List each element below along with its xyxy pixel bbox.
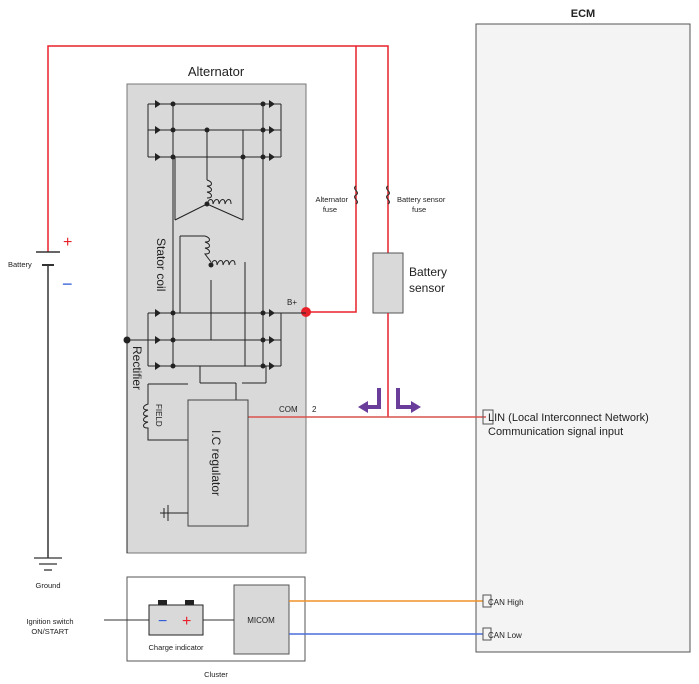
charge-plus-label: + [182, 613, 191, 630]
com-label: COM [279, 405, 298, 414]
battery-label: Battery [8, 260, 32, 269]
ic-regulator-box [187, 399, 249, 527]
junction-dots-icon [123, 101, 266, 369]
b-plus-terminal [301, 307, 311, 317]
battery-sensor-box [372, 252, 404, 314]
alternator-fuse-label-1: Alternator [315, 195, 348, 204]
b-plus-label: B+ [287, 298, 297, 307]
battery-minus-label: − [62, 274, 73, 294]
stator-coils-icon [204, 179, 236, 266]
sensor-fuse-label-2: fuse [412, 205, 426, 214]
battery-plus-label: + [63, 234, 72, 251]
alternator-title: Alternator [188, 64, 245, 79]
lin-terminal [482, 409, 494, 425]
lin-label-1: LIN (Local Interconnect Network) [488, 412, 649, 424]
sensor-fuse-label-1: Battery sensor [397, 195, 446, 204]
lin-arrow-right-icon [396, 388, 412, 409]
micom-label: MICOM [247, 616, 275, 625]
can-high-terminal [482, 594, 492, 608]
ic-regulator-label: I.C regulator [209, 430, 223, 496]
ground-icon [34, 557, 62, 571]
com-pin-label: 2 [312, 405, 317, 414]
diodes-icon [155, 100, 275, 370]
charge-indicator-label: Charge indicator [148, 643, 204, 652]
can-low-label: CAN Low [488, 631, 522, 640]
ignition-label-1: Ignition switch [26, 617, 73, 626]
rectifier-label: Rectifier [130, 346, 144, 390]
lin-label-2: Communication signal input [488, 426, 623, 438]
lin-arrow-right-head-icon [411, 401, 421, 413]
battery-sensor-label-1: Battery [409, 265, 447, 279]
battery-sensor-label-2: sensor [409, 281, 445, 295]
ecm-box [475, 23, 691, 653]
can-high-label: CAN High [488, 598, 524, 607]
lin-arrow-left-head-icon [358, 401, 368, 413]
power-wire-top [47, 45, 389, 253]
field-coil-icon [143, 383, 188, 441]
alternator-fuse-icon [354, 185, 358, 205]
ignition-label-2: ON/START [31, 627, 69, 636]
power-wire-alternator [306, 46, 357, 313]
lin-arrow-left-icon [366, 388, 381, 409]
ecm-title: ECM [571, 8, 595, 20]
stator-coil-label: Stator coil [154, 238, 168, 291]
field-label: FIELD [154, 404, 163, 427]
micom-box [233, 584, 290, 655]
regulator-ground-icon [160, 505, 188, 521]
cluster-label: Cluster [204, 670, 228, 679]
alternator-fuse-label-2: fuse [323, 205, 337, 214]
charge-indicator-icon [148, 600, 204, 636]
ground-label: Ground [35, 581, 60, 590]
battery-sensor-fuse-icon [386, 185, 390, 205]
can-low-terminal [482, 627, 492, 641]
charge-minus-label: − [158, 613, 167, 630]
